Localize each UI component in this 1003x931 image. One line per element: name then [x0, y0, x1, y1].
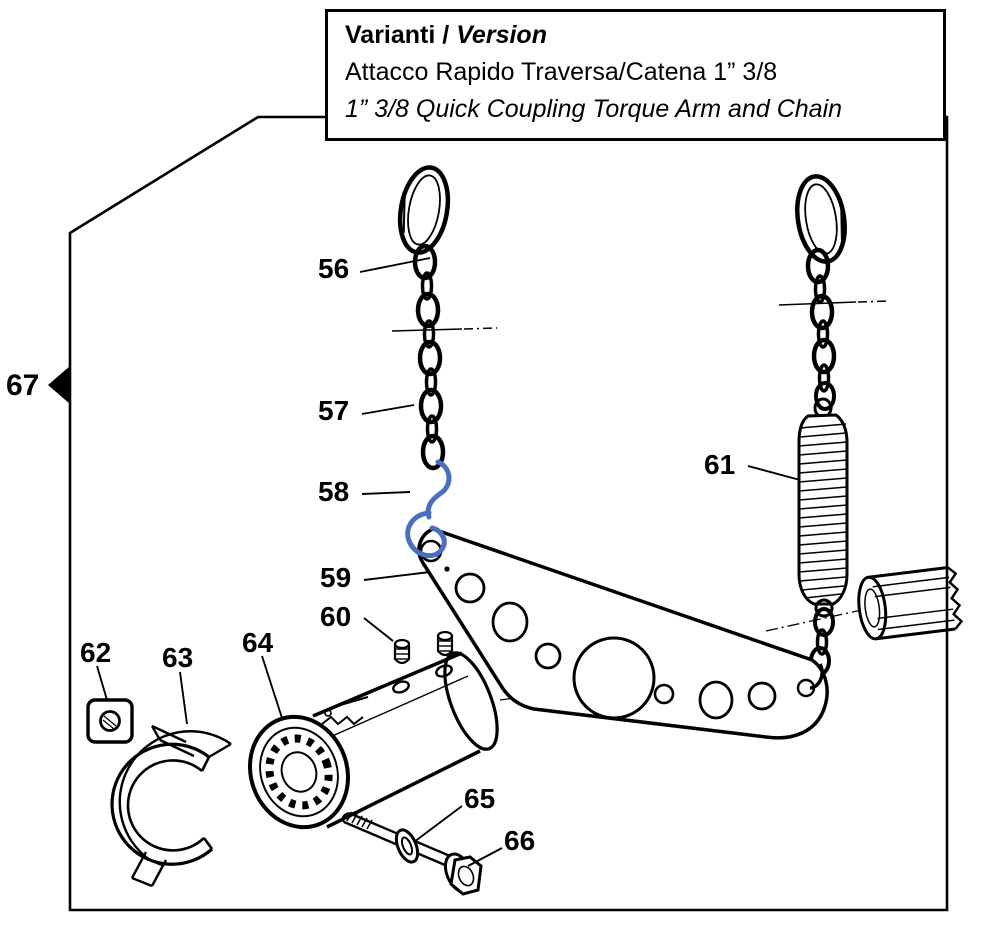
title-variant-line: Varianti / Version: [345, 17, 933, 54]
set-screws: [393, 630, 454, 665]
title-box: Varianti / Version Attacco Rapido Traver…: [325, 9, 946, 141]
callout-67: 67: [6, 369, 40, 402]
set-screw-right: [436, 630, 454, 657]
clamp-bracket: [110, 724, 232, 888]
callout-65: 65: [464, 783, 496, 814]
callout-59: 59: [320, 562, 352, 593]
washer: [394, 828, 420, 864]
coupling-sleeve: [247, 651, 499, 830]
bolt-thread-ticks: [346, 811, 373, 830]
title-description-it: Attacco Rapido Traversa/Catena 1” 3/8: [345, 58, 778, 86]
title-description-en: 1” 3/8 Quick Coupling Torque Arm and Cha…: [345, 95, 843, 123]
callout-57: 57: [318, 395, 350, 426]
callout-62: 62: [80, 637, 112, 668]
title-variant-it: Varianti: [345, 21, 436, 49]
title-variant-en: Version: [456, 21, 547, 49]
callout-66: 66: [504, 825, 536, 856]
callout-60: 60: [320, 601, 352, 632]
square-nut: [86, 698, 134, 744]
clamp-top-tab: [150, 724, 195, 758]
callout-56: 56: [318, 253, 350, 284]
clamp-bottom-tab: [130, 851, 168, 888]
spring-turnbuckle: [797, 397, 849, 618]
left-chain-assembly: [397, 165, 451, 471]
right-chain-assembly: [795, 174, 849, 676]
carabiner-left-icon: [397, 165, 451, 255]
s-hook-blue: [405, 459, 452, 559]
frame-pointer-triangle: [48, 366, 70, 404]
bolt-assembly: [341, 811, 483, 896]
sleeve-latch-detail: [321, 696, 369, 726]
callout-63: 63: [162, 642, 194, 673]
hex-bolt-head: [443, 852, 483, 896]
leader-lines: [96, 257, 801, 867]
set-screw-left: [393, 638, 411, 665]
callout-58: 58: [318, 476, 350, 507]
callout-64: 64: [242, 627, 274, 658]
callout-61: 61: [704, 449, 736, 480]
splined-shaft: [857, 566, 964, 641]
title-separator: /: [442, 21, 450, 49]
